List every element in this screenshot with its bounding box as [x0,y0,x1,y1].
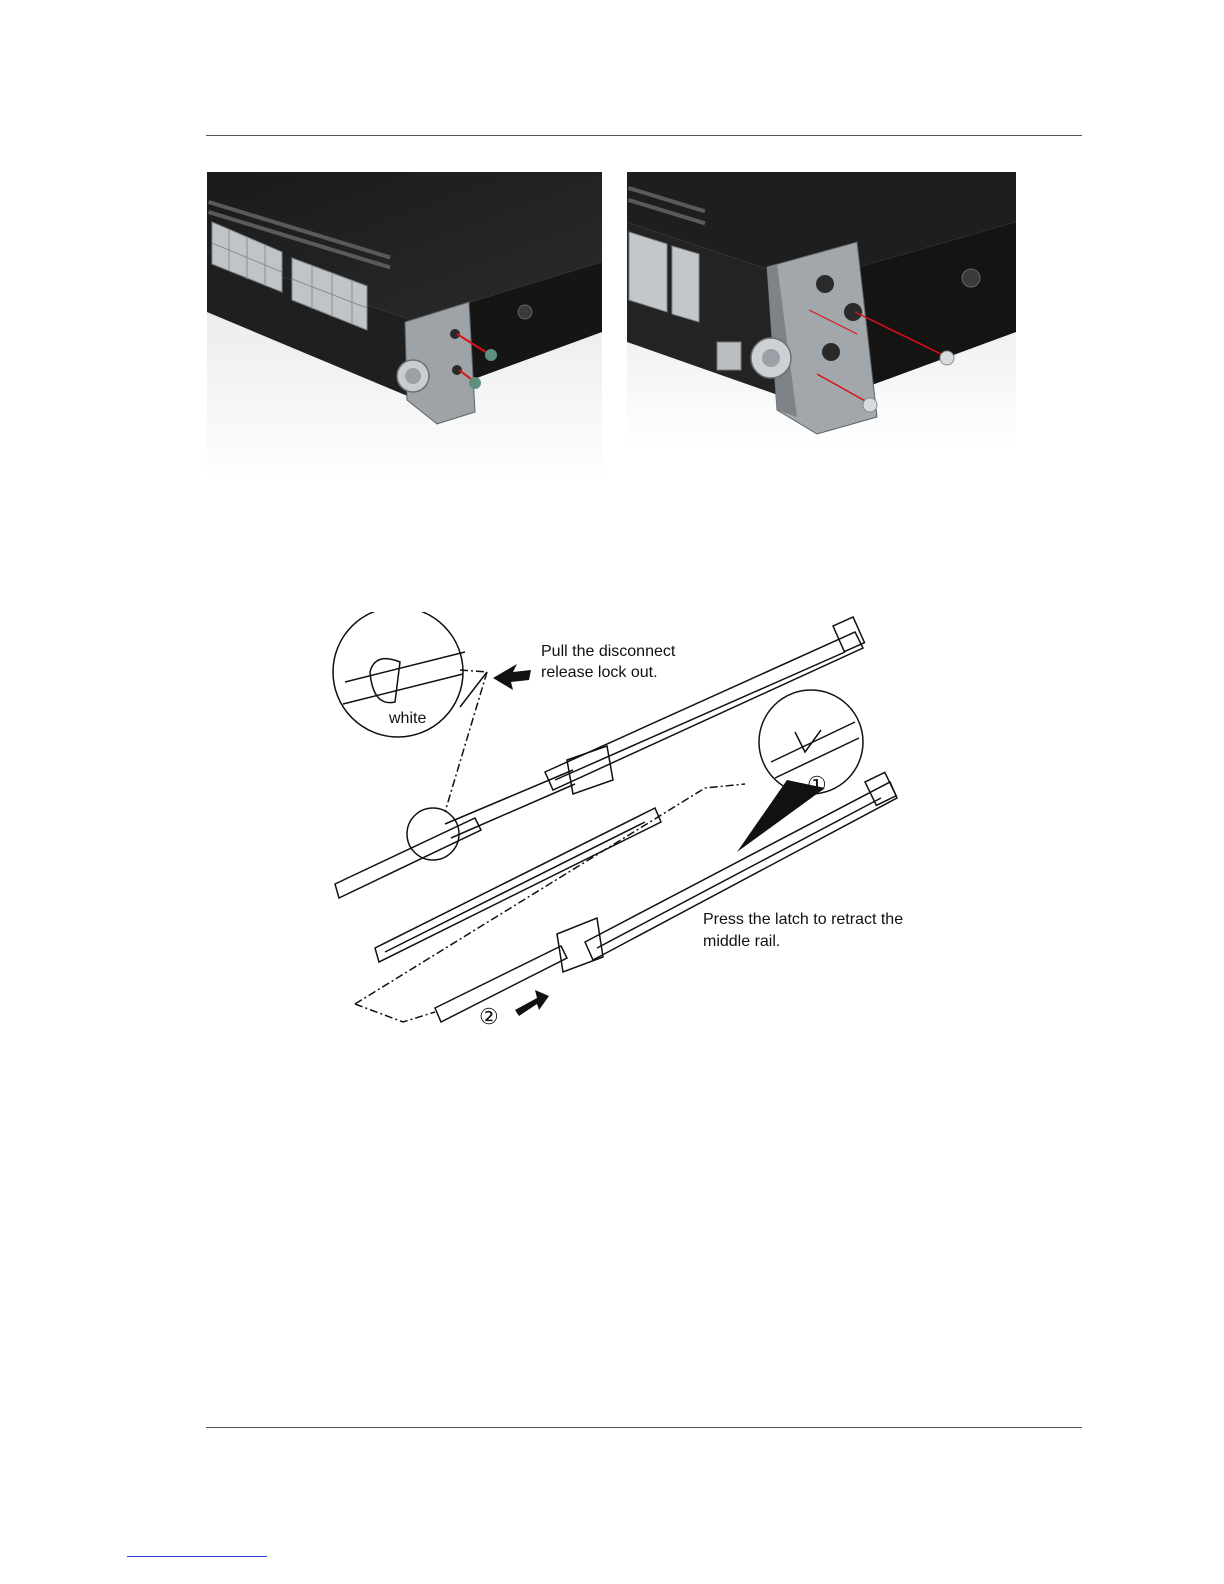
step-2-marker: ② [479,1004,499,1029]
callout-pull-line2: release lock out. [541,664,658,681]
footer-link-underline[interactable] [127,1556,267,1557]
svg-text:①: ① [807,772,827,797]
callout-press-line2: middle rail. [703,933,780,950]
callout-press-line1: Press the latch to retract the [703,911,903,928]
callout-pull-line1: Pull the disconnect [541,643,676,660]
rack-ear-right-photo [627,172,1016,447]
svg-text:Press the latch to retract the: Press the latch to retract the [703,911,903,928]
header-rule [206,135,1082,136]
svg-text:release lock out.: release lock out. [541,664,658,681]
svg-text:white: white [388,710,426,727]
step-1-marker: ① [807,772,827,797]
rail-disassembly-diagram: Pull the disconnect release lock out. wh… [325,612,930,1042]
footer-rule [206,1427,1082,1428]
svg-text:②: ② [479,1004,499,1029]
svg-text:Pull the disconnect: Pull the disconnect [541,643,676,660]
rack-ear-left-photo [207,172,602,484]
svg-text:middle rail.: middle rail. [703,933,780,950]
callout-white: white [388,710,426,727]
